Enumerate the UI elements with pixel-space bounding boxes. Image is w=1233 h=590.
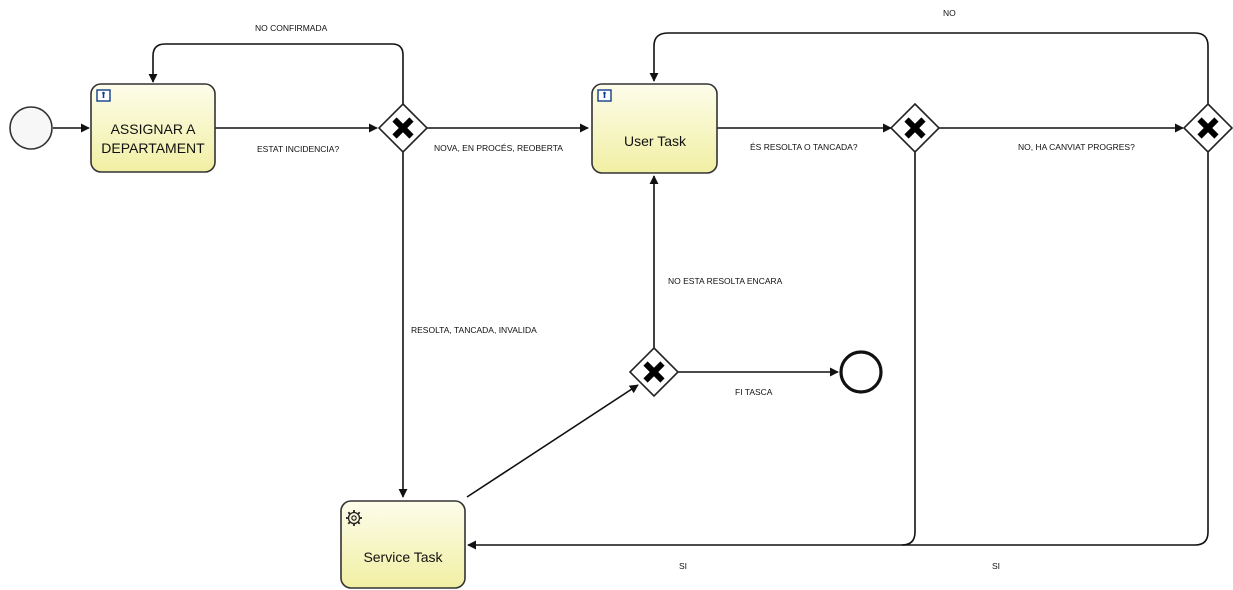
flow-no-loop[interactable] (649, 32, 1209, 104)
task-user-task[interactable]: User Task (591, 83, 718, 174)
label-es-resolta: ÉS RESOLTA O TANCADA? (750, 142, 858, 152)
exclusive-x-icon (643, 361, 665, 383)
label-resolta-tancada-invalida: RESOLTA, TANCADA, INVALIDA (411, 325, 537, 335)
gateway-fi-tasca[interactable] (628, 346, 680, 398)
label-no-esta-resolta: NO ESTA RESOLTA ENCARA (668, 276, 783, 286)
label-no: NO (943, 8, 956, 18)
exclusive-x-icon (392, 117, 414, 139)
label-no-ha-canviat: NO, HA CANVIAT PROGRES? (1018, 142, 1135, 152)
label-si-2: SI (992, 561, 1000, 571)
task-label: Service Task (363, 549, 443, 565)
label-fi-tasca: FI TASCA (735, 387, 773, 397)
user-task-icon (96, 89, 111, 102)
task-label-line-1: ASSIGNAR A (111, 121, 196, 137)
label-nova-en-proces: NOVA, EN PROCÉS, REOBERTA (434, 143, 563, 153)
task-assignar-departament[interactable]: ASSIGNAR A DEPARTAMENT (90, 83, 216, 173)
start-event[interactable] (9, 106, 53, 150)
label-si-1: SI (679, 561, 687, 571)
task-service-task[interactable]: Service Task (340, 500, 466, 589)
gateway-estat-incidencia[interactable] (377, 102, 429, 154)
gear-icon (346, 510, 362, 526)
flow-si-gateway3[interactable] (902, 152, 1209, 546)
flow-labels: NO CONFIRMADA ESTAT INCIDENCIA? NOVA, EN… (255, 8, 1135, 571)
task-label-line-2: DEPARTAMENT (101, 140, 205, 156)
exclusive-x-icon (1197, 117, 1219, 139)
flow-service-to-gateway4[interactable] (466, 384, 639, 498)
exclusive-x-icon (904, 117, 926, 139)
gateway-ha-canviat-progres[interactable] (1182, 102, 1233, 154)
task-label: User Task (624, 133, 687, 149)
label-no-confirmada: NO CONFIRMADA (255, 23, 328, 33)
flow-si-gateway2[interactable] (467, 152, 916, 550)
sequence-flows (53, 32, 1209, 550)
label-estat-incidencia: ESTAT INCIDENCIA? (257, 144, 339, 154)
gateway-es-resolta[interactable] (889, 102, 941, 154)
user-task-icon (597, 89, 612, 102)
end-event[interactable] (839, 350, 883, 394)
flow-no-confirmada[interactable] (148, 43, 404, 105)
